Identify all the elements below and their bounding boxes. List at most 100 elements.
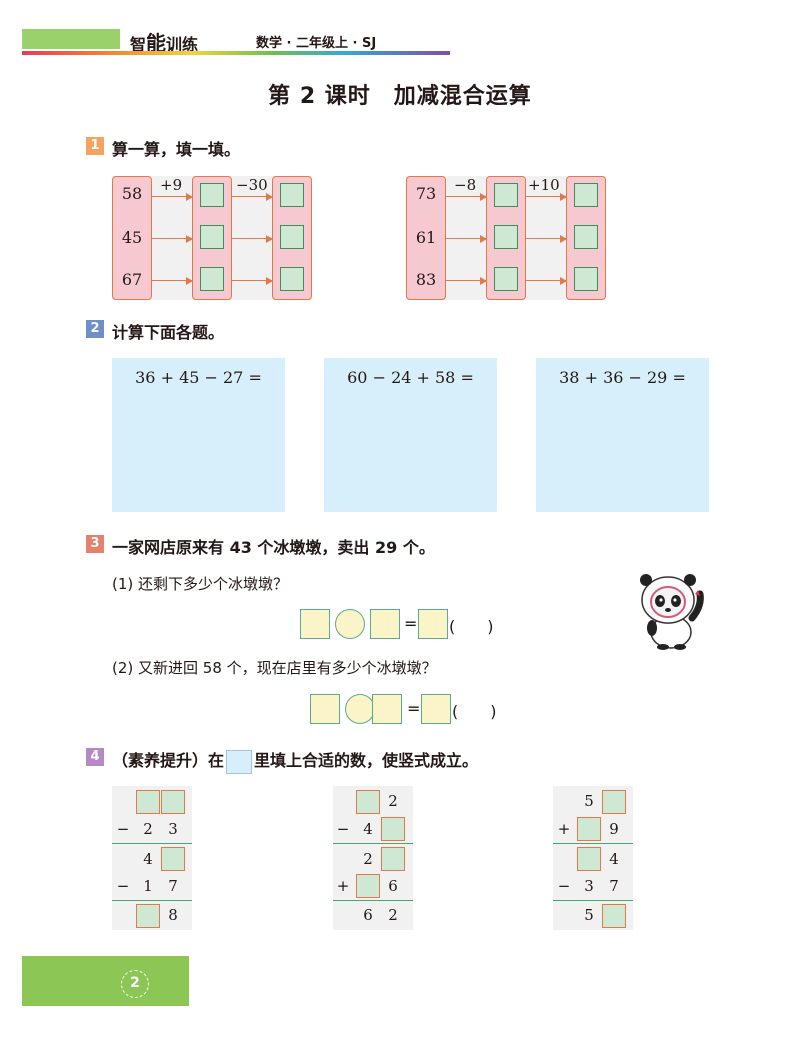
answer-box[interactable] <box>574 225 598 249</box>
arrow <box>526 276 567 285</box>
operator-circle[interactable] <box>345 694 375 724</box>
footer-green-bar <box>22 956 189 1006</box>
plus-sign: + <box>336 877 350 895</box>
answer-box[interactable] <box>280 183 304 207</box>
blank-digit-box[interactable] <box>381 817 405 841</box>
header-green-bar <box>22 29 120 49</box>
input-number: 61 <box>415 228 437 247</box>
input-column <box>406 176 446 300</box>
calc-box[interactable]: 36 + 45 − 27 = <box>112 358 285 512</box>
digit: 7 <box>609 877 619 895</box>
answer-box[interactable] <box>280 267 304 291</box>
digit: 2 <box>143 820 153 838</box>
answer-box[interactable] <box>310 694 340 724</box>
digit: 5 <box>584 792 594 810</box>
digit: 1 <box>143 877 153 895</box>
digit: 6 <box>363 906 373 924</box>
blank-digit-box[interactable] <box>136 790 160 814</box>
header-rainbow-line <box>22 51 450 55</box>
input-number: 67 <box>121 270 143 289</box>
minus-sign: − <box>336 820 350 838</box>
input-column <box>112 176 152 300</box>
arrow <box>526 234 567 243</box>
answer-box[interactable] <box>418 609 448 639</box>
blank-digit-box[interactable] <box>602 790 626 814</box>
sub-question: (2) 又新进回 58 个，现在店里有多少个冰墩墩？ <box>112 659 437 677</box>
operator-circle[interactable] <box>335 609 365 639</box>
equals-sign: = <box>407 699 421 718</box>
answer-box[interactable] <box>372 694 402 724</box>
question-number: 1 <box>86 137 104 155</box>
answer-box[interactable] <box>421 694 451 724</box>
operation-label: +9 <box>160 176 183 194</box>
digit: 2 <box>388 906 398 924</box>
arrow <box>152 234 193 243</box>
blank-digit-box[interactable] <box>161 847 185 871</box>
sum-line <box>333 843 413 844</box>
arrow <box>526 192 567 201</box>
page-number: 2 <box>121 970 149 998</box>
answer-box[interactable] <box>494 183 518 207</box>
answer-box[interactable] <box>574 267 598 291</box>
answer-box[interactable] <box>200 267 224 291</box>
equals-sign: = <box>404 614 418 633</box>
blank-digit-box[interactable] <box>356 790 380 814</box>
blank-digit-box[interactable] <box>356 874 380 898</box>
digit: 5 <box>584 906 594 924</box>
arrow <box>232 192 273 201</box>
blank-digit-box[interactable] <box>577 817 601 841</box>
sum-line <box>112 843 192 844</box>
unit-parenthesis[interactable]: ( ) <box>449 617 494 636</box>
digit: 3 <box>584 877 594 895</box>
answer-box[interactable] <box>200 225 224 249</box>
question-text: 算一算，填一填。 <box>112 140 241 159</box>
sum-line <box>553 900 633 901</box>
sum-line <box>112 900 192 901</box>
digit: 3 <box>168 820 178 838</box>
arrow <box>446 234 487 243</box>
input-number: 45 <box>121 228 143 247</box>
calc-expression: 38 + 36 − 29 = <box>559 368 686 387</box>
input-number: 73 <box>415 184 437 203</box>
question-number: 2 <box>86 320 104 338</box>
minus-sign: − <box>557 877 571 895</box>
operation-label: −8 <box>454 176 477 194</box>
question-text: 计算下面各题。 <box>112 323 225 342</box>
answer-box[interactable] <box>574 183 598 207</box>
unit-parenthesis[interactable]: ( ) <box>452 702 497 721</box>
answer-box[interactable] <box>200 183 224 207</box>
blank-digit-box[interactable] <box>381 847 405 871</box>
answer-box[interactable] <box>370 609 400 639</box>
answer-box[interactable] <box>280 225 304 249</box>
question-number: 3 <box>86 535 104 553</box>
blank-digit-box[interactable] <box>136 904 160 928</box>
question-text-post: 里填上合适的数，使竖式成立。 <box>254 751 479 770</box>
digit: 2 <box>388 792 398 810</box>
calc-box[interactable]: 60 − 24 + 58 = <box>324 358 497 512</box>
input-number: 83 <box>415 270 437 289</box>
calc-expression: 60 − 24 + 58 = <box>347 368 474 387</box>
book-subtitle: 数学 · 二年级上 · SJ <box>256 36 377 51</box>
answer-box[interactable] <box>300 609 330 639</box>
digit: 6 <box>388 877 398 895</box>
digit: 4 <box>143 850 153 868</box>
answer-box[interactable] <box>494 225 518 249</box>
blank-digit-box[interactable] <box>161 790 185 814</box>
calc-box[interactable]: 38 + 36 − 29 = <box>536 358 709 512</box>
arrow <box>152 192 193 201</box>
sub-question: (1) 还剩下多少个冰墩墩？ <box>112 575 289 593</box>
blank-digit-box[interactable] <box>577 847 601 871</box>
arrow <box>446 192 487 201</box>
series-title: 智能训练 <box>130 31 199 55</box>
plus-sign: + <box>557 820 571 838</box>
minus-sign: − <box>116 820 130 838</box>
input-number: 58 <box>121 184 143 203</box>
arrow <box>232 276 273 285</box>
blank-digit-box[interactable] <box>602 904 626 928</box>
minus-sign: − <box>116 877 130 895</box>
sum-line <box>553 843 633 844</box>
answer-box[interactable] <box>494 267 518 291</box>
digit: 9 <box>609 820 619 838</box>
digit: 8 <box>168 906 178 924</box>
digit: 7 <box>168 877 178 895</box>
